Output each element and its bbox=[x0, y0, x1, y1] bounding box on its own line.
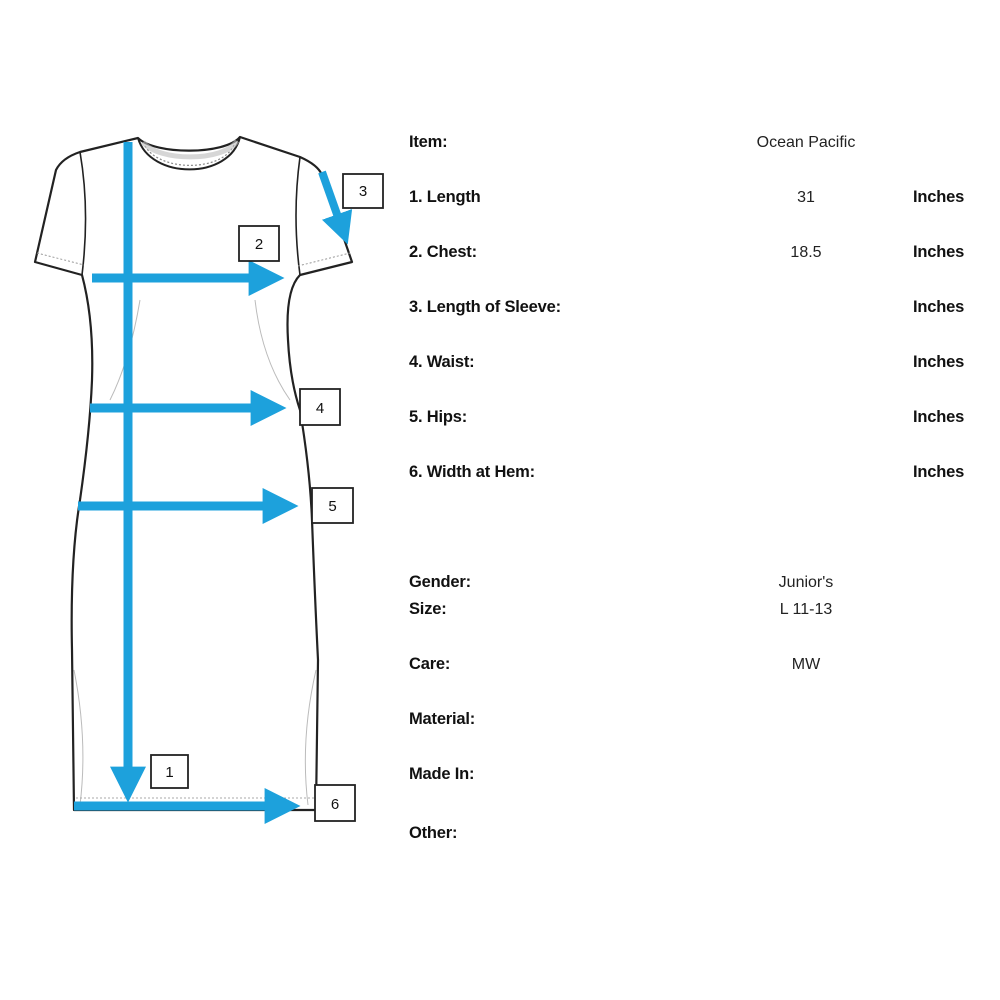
detail-value: Junior's bbox=[778, 574, 834, 591]
side-slit-line bbox=[304, 669, 317, 806]
collar-band bbox=[141, 139, 240, 160]
sleeve-length-arrow bbox=[318, 170, 353, 245]
side-slit-line bbox=[73, 669, 84, 806]
detail-label: Made In: bbox=[409, 765, 475, 783]
measurement-label: 1. Length bbox=[409, 188, 481, 206]
measurement-label: 3. Length of Sleeve: bbox=[409, 298, 561, 316]
callout-2: 2 bbox=[238, 225, 280, 262]
detail-value: L 11-13 bbox=[779, 601, 833, 618]
measurement-label: 6. Width at Hem: bbox=[409, 463, 535, 481]
callout-4: 4 bbox=[299, 388, 341, 426]
callout-6: 6 bbox=[314, 784, 356, 822]
callout-5: 5 bbox=[311, 487, 354, 524]
measurement-unit: Inches bbox=[913, 188, 965, 206]
right-sleeve-hem-stitch bbox=[297, 252, 351, 267]
svg-text:4: 4 bbox=[316, 400, 324, 417]
right-sleeve-seam bbox=[295, 156, 301, 276]
left-sleeve-seam bbox=[79, 151, 87, 276]
dress-outline bbox=[33, 135, 354, 812]
detail-value: MW bbox=[791, 656, 821, 673]
item-value: Ocean Pacific bbox=[756, 134, 856, 151]
collar bbox=[137, 136, 241, 171]
measurement-value: 18.5 bbox=[790, 244, 822, 261]
svg-text:6: 6 bbox=[331, 796, 339, 813]
measurement-label: 4. Waist: bbox=[409, 353, 475, 371]
item-label: Item: bbox=[409, 133, 448, 151]
callout-3: 3 bbox=[342, 173, 384, 209]
svg-text:1: 1 bbox=[165, 764, 173, 781]
detail-label: Other: bbox=[409, 824, 458, 842]
detail-label: Material: bbox=[409, 710, 476, 728]
collar-stitch bbox=[144, 144, 235, 166]
measurement-label: 2. Chest: bbox=[409, 243, 477, 261]
svg-text:5: 5 bbox=[328, 498, 336, 515]
measurement-unit: Inches bbox=[913, 463, 965, 481]
measurement-unit: Inches bbox=[913, 408, 965, 426]
dress-measurement-diagram: 1 2 3 4 5 6 bbox=[33, 135, 384, 824]
callout-1: 1 bbox=[150, 754, 189, 789]
svg-text:2: 2 bbox=[255, 236, 263, 253]
left-sleeve-hem-stitch bbox=[36, 252, 85, 266]
measurement-unit: Inches bbox=[913, 298, 965, 316]
detail-label: Care: bbox=[409, 655, 451, 673]
measurement-label: 5. Hips: bbox=[409, 408, 467, 426]
detail-label: Gender: bbox=[409, 573, 471, 591]
svg-text:3: 3 bbox=[359, 183, 367, 200]
measurement-unit: Inches bbox=[913, 243, 965, 261]
detail-label: Size: bbox=[409, 600, 447, 618]
measurement-unit: Inches bbox=[913, 353, 965, 371]
measurement-value: 31 bbox=[797, 189, 815, 206]
